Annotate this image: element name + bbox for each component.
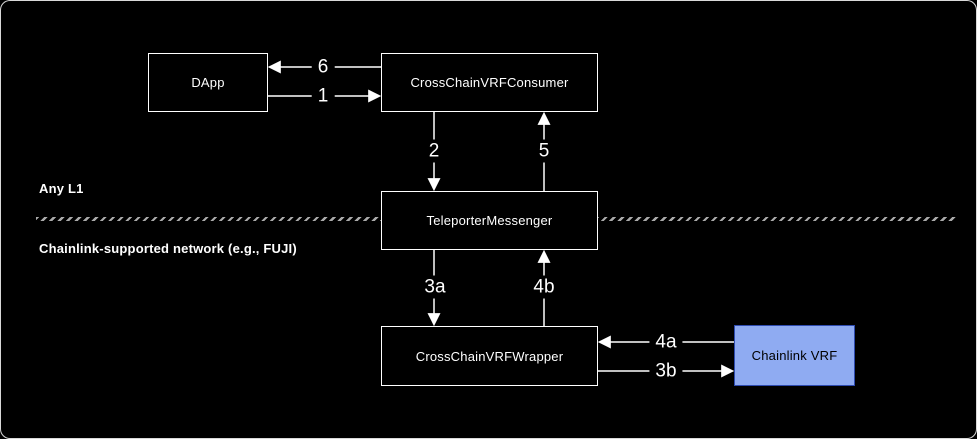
node-dapp: DApp (148, 53, 268, 112)
node-teleporter-messenger: TeleporterMessenger (381, 191, 598, 250)
edge-label-1: 1 (311, 84, 335, 108)
edge-label-4a: 4a (649, 330, 683, 354)
node-cross-chain-vrf-wrapper: CrossChainVRFWrapper (381, 326, 598, 386)
edge-label-5: 5 (532, 139, 556, 163)
edge-label-4b: 4b (527, 275, 561, 299)
region-label-chainlink-network: Chainlink-supported network (e.g., FUJI) (39, 241, 297, 256)
region-label-any-l1: Any L1 (39, 181, 84, 196)
node-chainlink-vrf: Chainlink VRF (734, 325, 855, 386)
node-cross-chain-vrf-consumer: CrossChainVRFConsumer (381, 53, 598, 112)
edge-label-3b: 3b (649, 359, 683, 383)
edge-label-2: 2 (422, 139, 446, 163)
edge-label-3a: 3a (418, 275, 452, 299)
edge-label-6: 6 (311, 55, 335, 79)
